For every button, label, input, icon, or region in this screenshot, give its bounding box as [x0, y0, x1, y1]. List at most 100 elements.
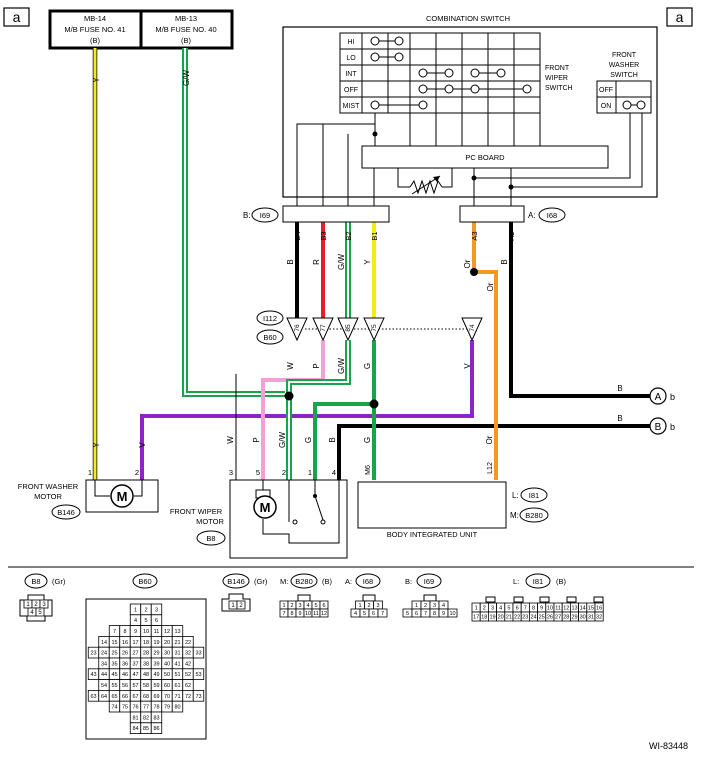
wire-label: B: [328, 437, 337, 442]
washer-switch-label-3: SWITCH: [610, 72, 638, 79]
pin-number: 25: [539, 614, 545, 620]
fuse-41-line1: MB-14: [84, 14, 106, 23]
pin-number: 1: [358, 603, 361, 609]
pin-number: 30: [164, 651, 170, 657]
pin-b2: B2: [344, 231, 353, 240]
pin-number: 11: [313, 611, 319, 617]
junction-dot: [369, 399, 379, 409]
pin-cell: [236, 600, 246, 610]
pin-number: 86: [153, 726, 159, 732]
svg-text:(B): (B): [556, 577, 567, 586]
pin-number: 59: [153, 683, 159, 689]
pin-number: 1: [475, 605, 478, 611]
pin-number: 12: [563, 605, 569, 611]
wiper-pin: 2: [282, 468, 286, 477]
pin-number: 4: [499, 605, 502, 611]
pin-number: 6: [372, 611, 375, 617]
pin-number: 10: [547, 605, 553, 611]
pin-number: 4: [442, 603, 445, 609]
washer-motor-label-2: MOTOR: [34, 492, 62, 501]
wiper-pin: 3: [229, 468, 233, 477]
svg-text:B60: B60: [138, 577, 151, 586]
pin-number: 75: [122, 705, 128, 711]
pin-number: 73: [195, 694, 201, 700]
pin-number: 29: [571, 614, 577, 620]
pin-number: 5: [406, 611, 409, 617]
washer-motor-conn: B146: [57, 508, 75, 517]
pin-number: 4: [354, 611, 357, 617]
junction-dot: [470, 268, 478, 276]
pin-number: 5: [363, 611, 366, 617]
pin-number: 55: [111, 683, 117, 689]
washer-switch-label-1: FRONT: [612, 52, 637, 59]
pin-number: 71: [174, 694, 180, 700]
wire-label: Or: [463, 259, 472, 268]
document-id: WI-83448: [649, 741, 688, 751]
pin-number: 27: [555, 614, 561, 620]
pin-number: 23: [90, 651, 96, 657]
pin-number: 16: [122, 640, 128, 646]
front-wiper-motor: 3 5 2 1 4 M FRONT WIPER MOTOR B8: [170, 468, 348, 559]
svg-text:B146: B146: [227, 577, 245, 586]
wire-label: G: [363, 363, 372, 369]
pin-number: 17: [132, 640, 138, 646]
fuse-40-line1: MB-13: [175, 14, 197, 23]
wiper-motor-label-2: MOTOR: [196, 517, 224, 526]
wire-label: B: [286, 259, 295, 264]
wire-label: V: [138, 442, 147, 448]
wiper-pin: 5: [256, 468, 260, 477]
fuse-40-line3: (B): [181, 36, 192, 45]
pin-cell: [192, 690, 205, 702]
pin-number: 27: [132, 651, 138, 657]
svg-text:a: a: [676, 9, 684, 25]
pin-number: 24: [530, 614, 536, 620]
joint-name-b60: B60: [263, 333, 276, 342]
wire-label: G: [363, 437, 372, 443]
pin-number: 32: [596, 614, 602, 620]
wire-label: Or: [485, 435, 494, 444]
pin-number: 2: [424, 603, 427, 609]
pin-number: 18: [143, 640, 149, 646]
pin-number: 6: [415, 611, 418, 617]
svg-text:I68: I68: [547, 211, 557, 220]
pin-number: 76: [132, 705, 138, 711]
pin-number: 69: [153, 694, 159, 700]
wire-label: Y: [363, 259, 372, 265]
washer-switch-label-2: WASHER: [609, 62, 639, 69]
wire-b-ref-a: [509, 222, 650, 398]
svg-text:B280: B280: [295, 577, 313, 586]
washer-pin-2: 2: [135, 468, 139, 477]
joint-connector: 76 77 85 75 74 I112 B60: [256, 310, 483, 345]
pin-number: 85: [143, 726, 149, 732]
front-wiper-switch-label-3: SWITCH: [545, 85, 573, 92]
motor-symbol: M: [260, 500, 271, 515]
pc-board-label: PC BOARD: [465, 153, 505, 162]
pin-number: 33: [195, 651, 201, 657]
pin-cell: [377, 608, 388, 618]
connector-i69: B: I69 B4 B3 B2 B1: [243, 205, 390, 241]
pin-number: 1: [282, 603, 285, 609]
wire-label: Y: [92, 77, 101, 83]
wiper-pin: 1: [308, 468, 312, 477]
pin-number: 43: [90, 672, 96, 678]
pin-number: 41: [174, 661, 180, 667]
pin-number: 84: [132, 726, 138, 732]
pin-number: 48: [143, 672, 149, 678]
pin-number: 37: [132, 661, 138, 667]
pin-number: 60: [164, 683, 170, 689]
pin-number: 5: [38, 610, 42, 616]
pin-number: 72: [185, 694, 191, 700]
pin-number: 20: [164, 640, 170, 646]
joint-pin: 76: [294, 324, 301, 332]
pin-number: 2: [290, 603, 293, 609]
wire-or: [472, 222, 498, 480]
svg-text:I69: I69: [260, 211, 270, 220]
wire-label: B: [500, 259, 509, 264]
svg-text:a: a: [13, 9, 21, 25]
pin-cell: [150, 722, 163, 734]
joint-pin: 77: [320, 324, 327, 332]
biu-pin-l12: L12: [487, 462, 494, 474]
